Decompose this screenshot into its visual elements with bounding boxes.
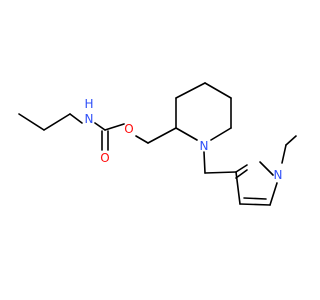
bond [210, 127, 232, 141]
molecule-structure: N H O O N N [18, 82, 297, 206]
bond [281, 144, 287, 164]
bond [239, 203, 271, 206]
bond [69, 113, 83, 124]
bond [235, 169, 248, 179]
bond [175, 82, 206, 99]
bond [243, 197, 267, 200]
bond [175, 127, 198, 141]
bond [94, 122, 106, 131]
bond [147, 127, 177, 144]
atom-n-carbamate: N H [84, 97, 93, 126]
bond [204, 82, 232, 99]
bond [104, 123, 125, 131]
atom-o-carbonyl: O [100, 151, 109, 165]
bond [235, 171, 241, 205]
bond [235, 164, 248, 173]
atom-n-piperidine: N [200, 139, 209, 153]
bond [135, 135, 149, 144]
bond [18, 113, 45, 131]
bond [259, 161, 274, 176]
atom-hydrogen-label: H [84, 97, 93, 111]
bond [285, 135, 297, 146]
bond [269, 182, 278, 206]
bond [204, 171, 237, 174]
molecule-canvas: N H O O N N [18, 82, 297, 206]
bond [43, 113, 71, 131]
atom-n-pyrrole: N [274, 168, 283, 182]
atom-label: N [85, 112, 94, 126]
bond [203, 151, 206, 174]
atom-o-ester: O [124, 122, 133, 136]
